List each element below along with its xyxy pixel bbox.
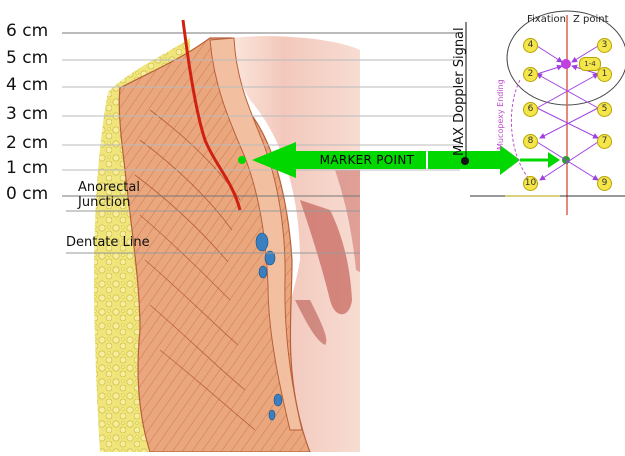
point-10: 10 bbox=[523, 176, 538, 191]
dentate-line-label: Dentate Line bbox=[66, 236, 150, 251]
scale-label-6cm: 6 cm bbox=[6, 23, 48, 40]
anorectal-junction-label: Anorectal Junction bbox=[78, 181, 140, 211]
scale-label-4cm: 4 cm bbox=[6, 77, 48, 94]
doppler-dot bbox=[461, 157, 469, 165]
point-1: 1 bbox=[597, 67, 612, 82]
point-4: 4 bbox=[523, 38, 538, 53]
point-1-4: 1-4 bbox=[579, 57, 601, 71]
point-7: 7 bbox=[597, 134, 612, 149]
point-9: 9 bbox=[597, 176, 612, 191]
scale-label-5cm: 5 cm bbox=[6, 50, 48, 67]
point-6: 6 bbox=[523, 102, 538, 117]
point-2: 2 bbox=[523, 67, 538, 82]
z-point-label: Z point bbox=[573, 14, 609, 25]
marker-point-label: MARKER POINT bbox=[308, 151, 426, 169]
mucopexy-ending-label: Mucopexy Ending bbox=[496, 79, 505, 150]
max-doppler-label: MAX Doppler Signal bbox=[452, 27, 467, 156]
point-8: 8 bbox=[523, 134, 538, 149]
scale-label-0cm: 0 cm bbox=[6, 186, 48, 203]
scale-label-1cm: 1 cm bbox=[6, 160, 48, 177]
point-5: 5 bbox=[597, 102, 612, 117]
point-3: 3 bbox=[597, 38, 612, 53]
scale-label-3cm: 3 cm bbox=[6, 106, 48, 123]
fixation-label: Fixation bbox=[527, 14, 566, 25]
scale-label-2cm: 2 cm bbox=[6, 135, 48, 152]
